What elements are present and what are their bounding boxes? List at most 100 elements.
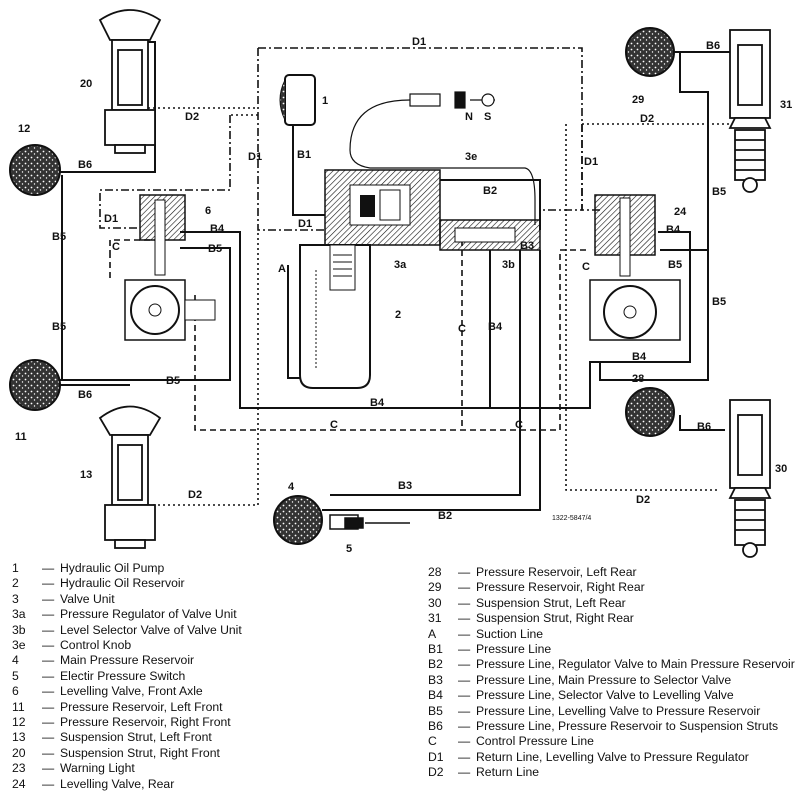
label-30: 30	[775, 463, 787, 475]
legend-text: Main Pressure Reservoir	[60, 653, 195, 668]
line-label-d1: D1	[248, 151, 262, 163]
legend-item: 6—Levelling Valve, Front Axle	[12, 684, 242, 699]
legend-dash: —	[458, 703, 471, 718]
line-label-b4: B4	[488, 321, 503, 333]
line-label-b5: B5	[208, 243, 222, 255]
line-label-c: C	[112, 241, 120, 253]
oil-pump	[279, 74, 316, 126]
label-2: 2	[395, 309, 401, 321]
legend-number: 3	[12, 591, 19, 606]
legend-dash: —	[42, 699, 55, 714]
line-label-b3: B3	[520, 240, 534, 252]
line-label-d2: D2	[185, 111, 199, 123]
legend-text: Return Line	[476, 765, 540, 780]
legend-text: Pressure Regulator of Valve Unit	[60, 607, 237, 622]
legend-item: 20—Suspension Strut, Right Front	[12, 746, 242, 761]
legend-dash: —	[42, 622, 55, 637]
legend-dash: —	[458, 688, 471, 703]
legend-text: Pressure Reservoir, Left Front	[60, 699, 223, 714]
legend-text: Level Selector Valve of Valve Unit	[60, 622, 242, 637]
legend-text: Pressure Line, Main Pressure to Selector…	[476, 672, 732, 687]
line-label-c: C	[582, 261, 590, 273]
legend-dash: —	[42, 730, 55, 745]
legend-item: 13—Suspension Strut, Left Front	[12, 730, 242, 745]
levelling-valve-front	[124, 194, 216, 341]
legend-number: 3b	[12, 622, 26, 637]
legend-item: 12—Pressure Reservoir, Right Front	[12, 715, 242, 730]
line-label-b6: B6	[78, 159, 92, 171]
line-label-d2: D2	[636, 494, 650, 506]
legend-dash: —	[458, 626, 471, 641]
line-label-b5: B5	[166, 375, 180, 387]
legend-dash: —	[42, 715, 55, 730]
legend-dash: —	[458, 642, 471, 657]
legend-text: Suspension Strut, Left Rear	[476, 595, 626, 610]
legend-dash: —	[42, 745, 55, 760]
legend-number: 3e	[12, 638, 26, 653]
line-label-a: A	[278, 263, 286, 275]
legend-number: 11	[12, 699, 25, 714]
line-label-b6: B6	[78, 389, 92, 401]
line-label-b1: B1	[297, 149, 311, 161]
legend-item: B4—Pressure Line, Selector Valve to Leve…	[428, 688, 795, 703]
legend-dash: —	[42, 638, 55, 653]
legend-text: Warning Light	[60, 761, 135, 776]
legend-number: 12	[12, 715, 26, 730]
legend-number: 1	[12, 561, 19, 575]
line-label-b5: B5	[712, 296, 726, 308]
legend-text: Control Knob	[60, 638, 132, 653]
legend-item: 30—Suspension Strut, Left Rear	[428, 596, 795, 611]
label-N: N	[465, 111, 473, 123]
legend-item: 29—Pressure Reservoir, Right Rear	[428, 580, 795, 595]
legend-dash: —	[42, 591, 55, 606]
oil-reservoir	[299, 244, 371, 389]
legend-dash: —	[42, 761, 55, 776]
label-24: 24	[674, 206, 687, 218]
legend-item: D1—Return Line, Levelling Valve to Press…	[428, 750, 795, 765]
legend-number: 5	[12, 668, 19, 683]
legend-dash: —	[42, 576, 55, 591]
line-label-b5: B5	[52, 231, 66, 243]
legend-number: 13	[12, 730, 26, 745]
legend-number: 31	[428, 611, 442, 626]
label-3a: 3a	[394, 259, 407, 271]
line-label-c: C	[330, 419, 338, 431]
line-label-c: C	[515, 419, 523, 431]
label-6: 6	[205, 205, 211, 217]
legend-item: B3—Pressure Line, Main Pressure to Selec…	[428, 673, 795, 688]
line-label-d2: D2	[640, 113, 654, 125]
line-label-d1: D1	[298, 218, 312, 230]
legend-text: Pressure Line, Regulator Valve to Main P…	[476, 657, 795, 672]
legend-item: B1—Pressure Line	[428, 642, 795, 657]
legend-item: B6—Pressure Line, Pressure Reservoir to …	[428, 719, 795, 734]
legend-number: A	[428, 626, 437, 641]
label-31: 31	[780, 99, 792, 111]
line-label-d1: D1	[412, 36, 426, 48]
legend-text: Hydraulic Oil Reservoir	[60, 576, 185, 591]
legend-item: 31—Suspension Strut, Right Rear	[428, 611, 795, 626]
legend-item: 4—Main Pressure Reservoir	[12, 653, 242, 668]
label-S: S	[484, 111, 491, 123]
line-label-b4: B4	[666, 224, 681, 236]
component-labels: 1 2 3a 3b 3e 4 5 6 11 12 13 20 24 28 29 …	[15, 78, 792, 555]
c-control-lines	[109, 239, 590, 431]
legend-number: B4	[428, 688, 443, 703]
line-label-b6: B6	[706, 40, 720, 52]
legend-item: 28—Pressure Reservoir, Left Rear	[428, 565, 795, 580]
legend-dash: —	[458, 611, 471, 626]
legend-dash: —	[42, 776, 55, 791]
legend-text: Pressure Reservoir, Right Rear	[476, 580, 645, 595]
legend-number: D2	[428, 765, 444, 780]
label-29: 29	[632, 94, 644, 106]
line-labels: D1 D1 D1 D1 D1 D2 D2 D2 D2 B1 B2 B2 B3 B…	[52, 36, 726, 522]
legend-text: Suspension Strut, Right Front	[60, 745, 220, 760]
line-label-b4: B4	[632, 351, 647, 363]
suspension-struts	[98, 9, 772, 558]
line-label-b3: B3	[398, 480, 412, 492]
line-label-b2: B2	[438, 510, 452, 522]
line-label-b4: B4	[370, 397, 385, 409]
line-label-c: C	[458, 323, 466, 335]
legend-item: 23—Warning Light	[12, 761, 242, 776]
